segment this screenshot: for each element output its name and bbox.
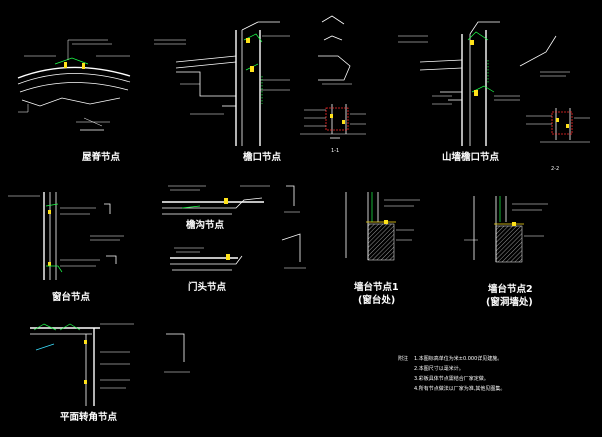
gutter-title: 檐沟节点 [186,219,225,231]
window-sill-title: 窗台节点 [52,291,91,303]
flashing-profile-2 [281,233,306,269]
notes-heading: 附注 [398,355,408,362]
corner-detail [30,323,134,406]
door-head-title: 门头节点 [188,281,227,293]
door-head-detail [162,185,270,215]
sill-2-title: 墙台节点2 [488,283,533,295]
sill-1-subtitle: (窗台处) [358,294,395,306]
gable-eave-detail [398,21,520,146]
note-line-3: 3.彩板具体节点需结合厂家定做。 [414,375,489,382]
corner-title: 平面转角节点 [60,411,118,423]
sill-1-detail [345,192,420,261]
sill-2-detail [464,196,548,263]
sill-2-subtitle: (窗洞墙处) [486,296,533,308]
bracket-profile [164,333,190,373]
note-line-1: 1.本图标高单位为米±0.000详见建施。 [414,355,502,362]
flashing-profile-1 [284,185,300,213]
gutter-detail [300,15,366,139]
gable-eave-title: 山墙檐口节点 [442,151,500,163]
door-head-lower-detail [170,247,243,271]
sill-1-title: 墙台节点1 [354,281,399,293]
eave-detail [154,21,290,146]
roof-ridge-detail [17,39,131,131]
eave-title: 檐口节点 [243,151,282,163]
section-2-2-label: 2-2 [551,166,559,172]
window-sill-detail [8,192,124,280]
note-line-4: 4.所有节点做法以厂家为准,其他见图集。 [414,385,505,392]
roof-ridge-title: 屋脊节点 [82,151,121,163]
note-line-2: 2.本图尺寸以毫米计。 [414,365,464,372]
section-1-1-label: 1-1 [331,148,339,154]
notes-block: 附注 1.本图标高单位为米±0.000详见建施。 2.本图尺寸以毫米计。 3.彩… [398,355,505,392]
section-2-2-detail [519,35,590,143]
